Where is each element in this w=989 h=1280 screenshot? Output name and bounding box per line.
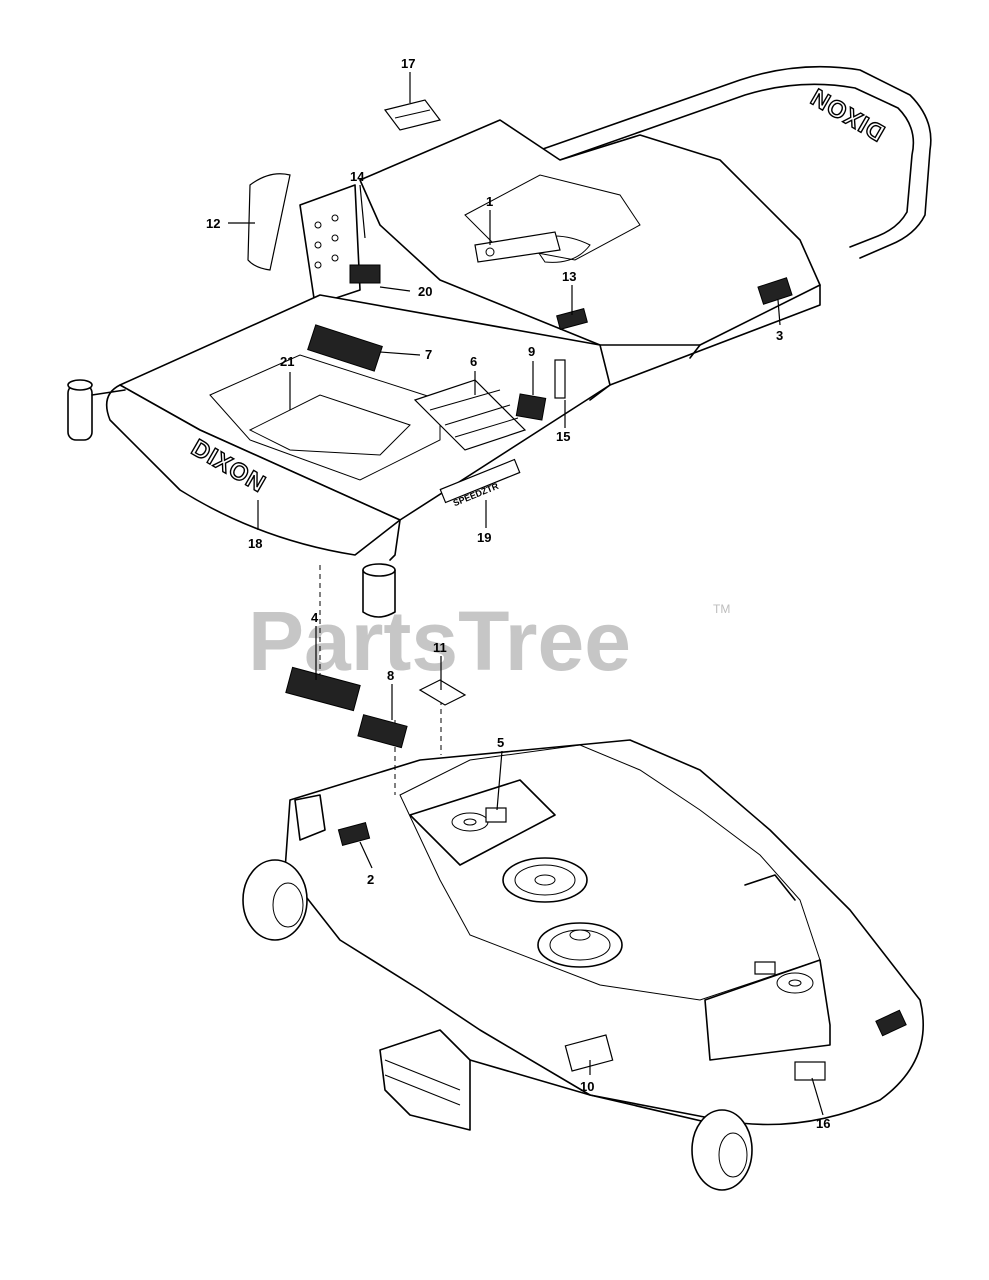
decal-16 xyxy=(794,1061,826,1081)
callout-4[interactable]: 4 xyxy=(311,610,319,625)
decal-4 xyxy=(285,666,361,712)
decal-20 xyxy=(349,264,381,284)
callout-12[interactable]: 12 xyxy=(206,216,220,231)
decal-brand-deck xyxy=(875,1009,907,1037)
callout-1[interactable]: 1 xyxy=(486,194,493,209)
callout-20[interactable]: 20 xyxy=(418,284,432,299)
decal-17 xyxy=(383,99,442,131)
decal-deck-small xyxy=(754,961,776,975)
mower-frame: DIXON DIXON xyxy=(67,65,932,618)
callout-6[interactable]: 6 xyxy=(470,354,477,369)
callout-2[interactable]: 2 xyxy=(367,872,374,887)
callout-15[interactable]: 15 xyxy=(556,429,570,444)
decal-9 xyxy=(515,393,547,421)
leader-lines xyxy=(228,72,824,1116)
decal-3 xyxy=(757,277,793,305)
decal-7 xyxy=(307,324,383,372)
callout-14[interactable]: 14 xyxy=(350,169,365,184)
decal-6 xyxy=(413,379,527,451)
decal-5 xyxy=(485,807,507,823)
callout-8[interactable]: 8 xyxy=(387,668,394,683)
decal-11 xyxy=(418,679,467,706)
callout-3[interactable]: 3 xyxy=(776,328,783,343)
callout-16[interactable]: 16 xyxy=(816,1116,830,1131)
callout-13[interactable]: 13 xyxy=(562,269,576,284)
decal-15 xyxy=(554,359,566,399)
callout-17[interactable]: 17 xyxy=(401,56,415,71)
mower-deck xyxy=(242,739,924,1191)
callout-19[interactable]: 19 xyxy=(477,530,491,545)
decal-2 xyxy=(337,822,371,846)
callout-21[interactable]: 21 xyxy=(280,354,294,369)
decal-10 xyxy=(564,1034,614,1072)
decal-1 xyxy=(474,231,561,263)
callout-7[interactable]: 7 xyxy=(425,347,432,362)
callout-18[interactable]: 18 xyxy=(248,536,262,551)
decal-8 xyxy=(357,714,408,749)
decal-13 xyxy=(556,308,588,330)
decal-12 xyxy=(247,173,291,271)
callout-11[interactable]: 11 xyxy=(433,640,447,655)
frame-brand-rear: DIXON xyxy=(806,82,890,146)
callout-9[interactable]: 9 xyxy=(528,344,535,359)
callout-5[interactable]: 5 xyxy=(497,735,504,750)
watermark-trademark: TM xyxy=(713,602,730,616)
callout-10[interactable]: 10 xyxy=(580,1079,594,1094)
